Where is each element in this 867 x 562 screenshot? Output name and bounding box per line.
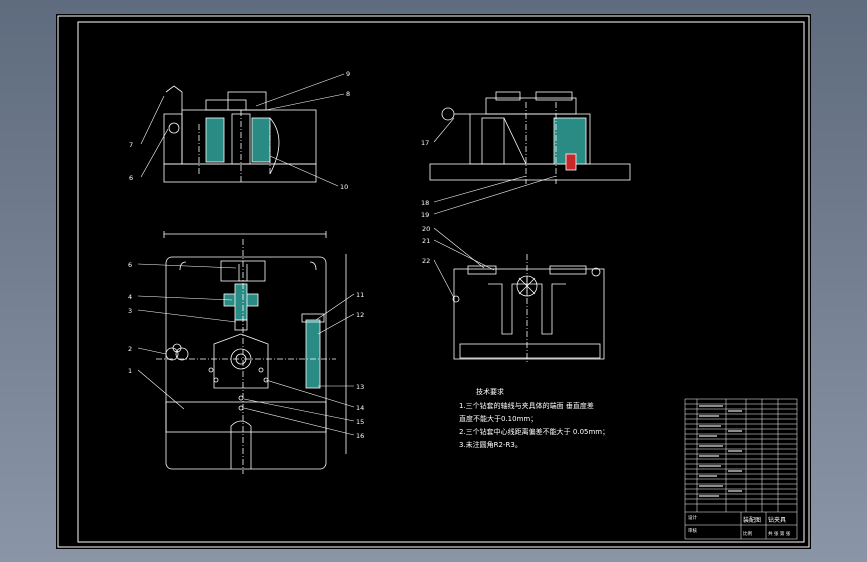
label-14: 14 [356,404,364,412]
title-part-name: 钻夹具 [768,516,786,524]
section-view [452,254,605,364]
parts-list-table [684,398,798,540]
tech-req-line-2: 直度不能大于0.10mm； [459,414,537,423]
label-6-plan: 6 [128,261,132,269]
inner-sheet-border [77,21,805,543]
label-1: 1 [128,367,132,375]
label-16: 16 [356,432,364,440]
plan-view [156,231,347,474]
tech-req-line-3: 2.三个钻套中心线距离偏差不能大于 0.05mm； [459,427,609,436]
label-8: 8 [346,90,350,98]
label-22: 22 [422,257,430,265]
label-9: 9 [346,70,350,78]
assembly-drawing: 9 8 7 6 10 17 18 19 [57,15,810,548]
label-11: 11 [356,291,364,299]
outer-sheet-border [57,15,810,548]
drawing-viewport: 9 8 7 6 10 17 18 19 [56,14,811,549]
title-designer-label: 设计 [688,514,697,521]
title-check-label: 审核 [688,527,697,534]
title-drawing-title: 装配图 [743,516,761,524]
label-7: 7 [129,141,133,149]
side-top-leaders [433,117,557,215]
side-top-view [429,91,631,184]
label-17: 17 [421,139,429,147]
title-sheet-label: 共 张 第 张 [768,530,791,537]
label-13: 13 [356,383,364,391]
label-21: 21 [422,237,430,245]
front-top-leaders [140,73,345,187]
label-12: 12 [356,311,364,319]
section-leaders [433,227,495,299]
parts-list-fill [699,405,742,497]
label-19: 19 [421,211,429,219]
title-scale-label: 比例 [743,530,752,537]
label-4: 4 [128,293,132,301]
tech-req-line-1: 1.三个钻套的轴线与夹具体的端面 垂直度差 [459,401,594,410]
tech-req-line-4: 3.未注圆角R2-R3。 [459,440,522,449]
tech-req-title: 技术要求 [476,387,504,396]
label-3: 3 [128,307,132,315]
label-15: 15 [356,418,364,426]
label-20: 20 [422,225,430,233]
label-6: 6 [129,174,133,182]
label-18: 18 [421,199,429,207]
label-10: 10 [340,183,348,191]
front-top-view [163,85,317,184]
label-2: 2 [128,345,132,353]
plan-leaders [137,263,355,436]
